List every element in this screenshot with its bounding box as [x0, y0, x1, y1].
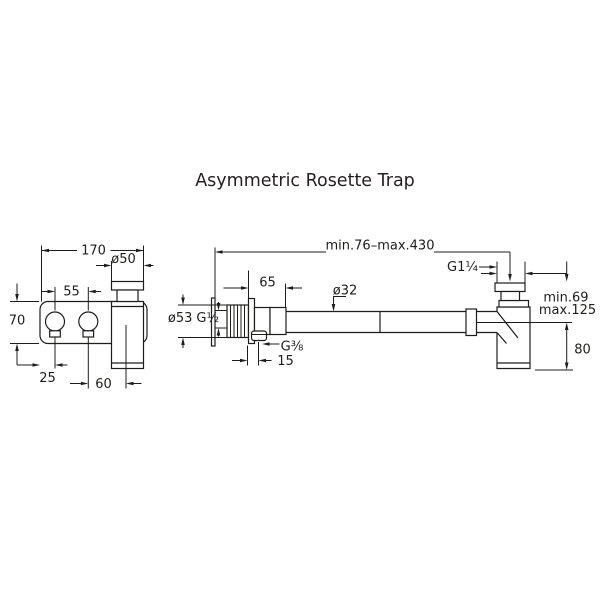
dim-label-trap-thread: G1¼: [447, 260, 478, 275]
dim-trap-thread: G1¼: [447, 260, 567, 283]
dim-label-wall-thread: G½: [196, 311, 219, 326]
trap-cap-neck-front: [116, 289, 139, 303]
dim-label-drain-thread: G⅜: [281, 340, 304, 355]
dim-valve-length: 65: [223, 270, 302, 308]
dim-label-knob-to-trap: 60: [95, 377, 112, 392]
dim-label-pipe-diameter: ø32: [333, 284, 358, 299]
front-view: 170 ø50 55 70: [9, 244, 154, 392]
arrowhead: [181, 297, 185, 305]
dim-label-trap-height-max: max.125: [539, 303, 596, 318]
dim-drain-offset: 15: [232, 342, 294, 369]
extension-line: [496, 261, 526, 283]
dim-trap-height: min.69 max.125: [539, 261, 596, 318]
dim-total-width: 170: [41, 244, 144, 302]
knob-right: [78, 311, 99, 332]
knob-left-tab: [49, 330, 61, 338]
valve-nut: [269, 306, 287, 336]
arrowhead: [564, 274, 569, 282]
pipe-into-trap: [476, 310, 497, 334]
dim-label-plate-height: 70: [9, 314, 26, 329]
dim-body-height: 80: [535, 322, 591, 371]
dim-knob-spacing: 55: [41, 285, 101, 311]
arrowhead: [15, 294, 19, 302]
extension-line: [10, 301, 39, 344]
dim-knob-to-trap: 60: [70, 377, 142, 392]
dim-label-trap-height-min: min.69: [543, 291, 588, 306]
dim-label-valve-length: 65: [259, 276, 276, 291]
arrowhead: [88, 289, 96, 294]
dim-label-edge-to-knob: 25: [39, 371, 56, 386]
centerlines-front: [54, 325, 127, 389]
drain-valve-cap: [250, 330, 268, 342]
dim-label-knob-spacing: 55: [63, 285, 80, 300]
arrowhead: [489, 265, 497, 269]
arrowhead: [215, 250, 223, 254]
arrowhead: [126, 381, 134, 386]
arrowhead: [47, 289, 55, 294]
wall-plate: [210, 297, 216, 347]
dim-label-cap-diameter: ø50: [111, 252, 136, 267]
arrowhead: [240, 358, 248, 363]
trap-compression-nut: [465, 308, 478, 337]
arrowhead: [216, 328, 221, 336]
thread-hatching: [230, 305, 245, 338]
trap-cap-neck-side: [500, 290, 521, 302]
arrowhead: [241, 286, 249, 290]
outlet-pipe: [286, 310, 466, 334]
arrowhead: [55, 363, 63, 367]
elbow-joint: [496, 311, 519, 344]
arrowhead: [564, 322, 569, 330]
dim-cap-diameter: ø50: [96, 252, 154, 282]
arrowhead: [489, 271, 497, 276]
dim-adjustable-length: min.76–max.430: [214, 239, 512, 298]
arrowhead: [564, 362, 569, 370]
knob-left: [44, 311, 66, 332]
arrowhead: [262, 342, 270, 346]
arrowhead: [525, 271, 533, 276]
leader-line: [333, 296, 346, 304]
dim-line: [222, 251, 511, 274]
trap-cap-flange-front: [110, 280, 145, 291]
arrowhead: [80, 381, 89, 386]
arrowhead: [15, 343, 19, 351]
extension-line: [41, 245, 144, 302]
dim-drain-thread: G⅜: [262, 340, 304, 355]
trap-body-fill: [497, 307, 530, 369]
arrowhead: [331, 304, 336, 312]
arrowhead: [285, 286, 293, 290]
dim-label-rosette-diameter: ø53: [168, 311, 193, 326]
extension-line: [247, 342, 259, 366]
arrowhead: [508, 274, 512, 282]
arrowhead: [41, 248, 49, 253]
trap-body-front-lines: [111, 305, 144, 364]
arrowhead: [181, 337, 185, 345]
dim-label-total-width: 170: [81, 244, 106, 259]
dim-plate-height: 70: [9, 283, 39, 365]
arrowhead: [258, 358, 266, 363]
arrowhead: [143, 263, 151, 268]
extension-line: [54, 287, 89, 311]
dim-label-adjustable-length: min.76–max.430: [326, 239, 435, 254]
drawing-title: Asymmetric Rosette Trap: [195, 171, 415, 191]
arrowhead: [32, 363, 40, 367]
arrowhead: [136, 248, 144, 253]
arrowhead: [104, 263, 112, 268]
trap-cap-flange-side: [494, 282, 526, 293]
dim-label-body-height: 80: [574, 343, 591, 358]
dim-pipe-diameter: ø32: [331, 284, 358, 312]
dim-edge-to-knob: 25: [17, 363, 68, 386]
arrowhead: [216, 303, 221, 311]
trap-top-connector: [498, 299, 530, 308]
trap-body-front: [110, 300, 145, 370]
knob-right-tab: [82, 330, 95, 338]
dim-label-drain-offset: 15: [277, 354, 294, 369]
wall-pipe-stub: [215, 310, 227, 329]
extension-line: [248, 270, 286, 308]
